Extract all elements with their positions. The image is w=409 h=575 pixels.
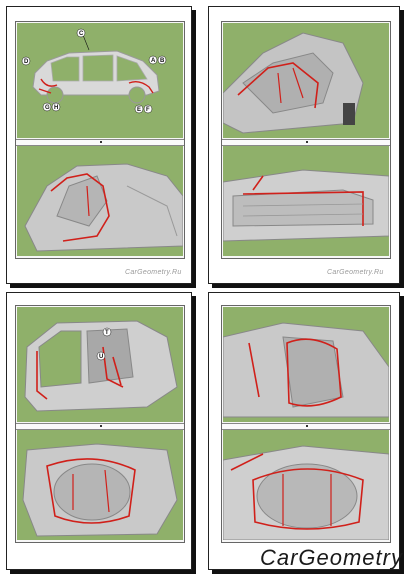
- rear-floor-illustration: [223, 430, 389, 540]
- figure-rear-quarter-seams: [17, 146, 183, 256]
- callout-b: B: [160, 58, 165, 64]
- panel-divider: [16, 423, 184, 430]
- figure-roof-rail-seams: [223, 146, 389, 256]
- callout-h: H: [54, 105, 58, 111]
- panel-top: T U: [15, 305, 185, 543]
- callout-u: U: [99, 354, 103, 360]
- site-watermark-logo: CarGeometry: [259, 545, 403, 570]
- callout-g: G: [45, 105, 50, 111]
- rear-quarter-illustration: [17, 146, 183, 256]
- panel-top: C D A B G H E F: [15, 21, 185, 259]
- figure-c-pillar-seams: [223, 23, 389, 138]
- figure-body-side-open: T U: [17, 307, 183, 422]
- callout-e: E: [137, 107, 141, 113]
- car-side-outline-illustration: C D A B G H E F: [17, 23, 183, 138]
- panel-top: [221, 21, 391, 259]
- c-pillar-illustration: [223, 23, 389, 138]
- figure-rear-floor-seams: [223, 430, 389, 540]
- rear-wheelhouse-illustration: [17, 430, 183, 540]
- callout-a: A: [151, 58, 156, 64]
- body-side-open-illustration: T U: [17, 307, 183, 422]
- callout-c: C: [79, 31, 84, 37]
- figure-side-body-overview: C D A B G H E F: [17, 23, 183, 138]
- page-watermark: CarGeometry.Ru: [327, 269, 384, 276]
- panel-divider: [222, 423, 390, 430]
- figure-rear-wheelhouse-seams: [17, 430, 183, 540]
- document-page-3: T U: [6, 292, 192, 570]
- figure-rear-pillar-inner: [223, 307, 389, 422]
- rear-pillar-inner-illustration: [223, 307, 389, 422]
- document-page-2: CarGeometry.Ru: [208, 6, 400, 284]
- document-page-1: C D A B G H E F: [6, 6, 192, 284]
- page-watermark: CarGeometry.Ru: [125, 269, 182, 276]
- document-page-4: [208, 292, 400, 570]
- callout-d: D: [24, 59, 29, 65]
- panel-divider: [16, 139, 184, 146]
- callout-f: F: [146, 107, 150, 113]
- callout-t: T: [105, 330, 109, 336]
- panel-divider: [222, 139, 390, 146]
- panel-top: [221, 305, 391, 543]
- roof-rail-illustration: [223, 146, 389, 256]
